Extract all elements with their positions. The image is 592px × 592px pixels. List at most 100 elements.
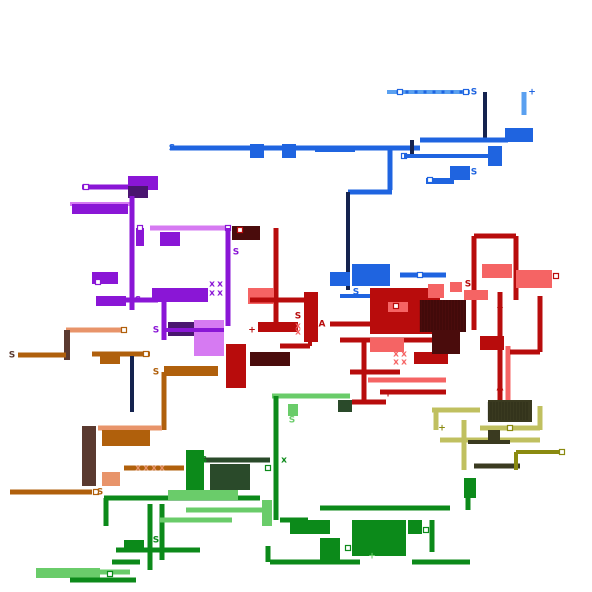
map-block bbox=[82, 426, 96, 486]
map-block bbox=[464, 478, 476, 498]
map-block bbox=[370, 338, 404, 352]
map-room bbox=[420, 300, 466, 332]
map-block bbox=[102, 430, 150, 446]
start-marker: S bbox=[233, 248, 239, 258]
map-block bbox=[128, 186, 148, 198]
map-corridor bbox=[70, 577, 136, 583]
map-corridor bbox=[380, 389, 446, 395]
map-corridor bbox=[352, 399, 386, 405]
start-marker: S bbox=[117, 296, 123, 306]
map-block bbox=[100, 354, 120, 364]
map-corridor bbox=[161, 372, 167, 430]
map-block bbox=[426, 178, 454, 184]
map-block bbox=[194, 320, 224, 356]
map-marker bbox=[432, 90, 436, 94]
map-node bbox=[136, 224, 144, 232]
map-corridor bbox=[130, 356, 134, 412]
hazard-marker: x bbox=[217, 280, 223, 290]
hazard-marker: x bbox=[393, 358, 399, 368]
map-block bbox=[288, 404, 298, 416]
map-corridor bbox=[433, 410, 439, 430]
map-node bbox=[120, 326, 128, 334]
map-corridor bbox=[82, 184, 128, 190]
item-marker: + bbox=[384, 390, 392, 400]
map-corridor bbox=[129, 196, 135, 310]
map-corridor bbox=[161, 300, 167, 340]
map-corridor bbox=[98, 425, 162, 431]
map-corridor bbox=[164, 328, 224, 332]
map-block bbox=[315, 146, 355, 152]
map-corridor bbox=[112, 559, 140, 565]
map-block bbox=[168, 490, 238, 500]
hazard-marker: x bbox=[295, 328, 301, 338]
map-block bbox=[262, 500, 272, 526]
map-block bbox=[36, 568, 100, 578]
map-corridor bbox=[474, 463, 520, 469]
map-marker bbox=[423, 90, 427, 94]
map-node bbox=[264, 464, 272, 472]
map-corridor bbox=[537, 296, 543, 352]
map-corridor bbox=[461, 420, 467, 470]
hazard-marker: x bbox=[295, 322, 301, 332]
map-corridor bbox=[308, 300, 312, 346]
map-block bbox=[428, 284, 444, 298]
map-corridor bbox=[159, 504, 165, 560]
map-node bbox=[82, 183, 90, 191]
map-block bbox=[505, 128, 533, 142]
map-corridor bbox=[124, 465, 184, 471]
map-node bbox=[426, 176, 434, 184]
map-corridor bbox=[186, 507, 270, 513]
start-marker: S bbox=[471, 88, 477, 98]
map-block bbox=[352, 520, 406, 556]
map-corridor bbox=[429, 520, 435, 552]
start-marker: S bbox=[97, 488, 103, 498]
map-block bbox=[320, 538, 340, 560]
map-block bbox=[250, 352, 290, 366]
start-marker: S bbox=[153, 326, 159, 336]
map-node bbox=[142, 350, 150, 358]
map-block bbox=[414, 352, 448, 364]
map-corridor bbox=[420, 137, 508, 143]
map-node bbox=[416, 271, 424, 279]
item-marker: + bbox=[528, 88, 536, 98]
map-node bbox=[344, 544, 352, 552]
map-node bbox=[92, 488, 100, 496]
map-corridor bbox=[265, 546, 271, 562]
map-block bbox=[186, 450, 204, 494]
start-marker: S bbox=[353, 288, 359, 298]
map-block bbox=[258, 322, 298, 332]
hazard-marker: x bbox=[135, 464, 141, 474]
map-corridor bbox=[387, 148, 393, 190]
map-block bbox=[480, 336, 504, 350]
map-block bbox=[290, 520, 330, 534]
map-block bbox=[432, 330, 460, 354]
map-marker bbox=[414, 90, 418, 94]
map-corridor bbox=[150, 225, 230, 231]
map-corridor bbox=[92, 351, 150, 357]
hazard-marker: x bbox=[159, 464, 165, 474]
map-node bbox=[552, 272, 560, 280]
map-corridor bbox=[250, 297, 310, 303]
map-block bbox=[102, 472, 120, 486]
item-marker: + bbox=[496, 304, 504, 314]
map-corridor bbox=[514, 452, 518, 470]
hazard-marker: x bbox=[217, 289, 223, 299]
start-marker: S bbox=[471, 168, 477, 178]
map-block bbox=[136, 228, 144, 246]
map-node bbox=[392, 302, 400, 310]
map-corridor bbox=[368, 377, 446, 383]
map-block bbox=[516, 270, 552, 288]
map-block bbox=[352, 264, 390, 286]
hazard-marker: x bbox=[401, 358, 407, 368]
map-corridor bbox=[340, 294, 370, 298]
map-corridor bbox=[516, 450, 564, 454]
map-corridor bbox=[147, 504, 153, 570]
map-block bbox=[338, 400, 352, 412]
map-corridor bbox=[387, 90, 470, 94]
start-marker: S bbox=[153, 536, 159, 546]
map-block bbox=[164, 366, 218, 376]
map-block bbox=[488, 430, 500, 440]
start-marker: S bbox=[465, 280, 471, 290]
map-corridor bbox=[432, 407, 480, 413]
